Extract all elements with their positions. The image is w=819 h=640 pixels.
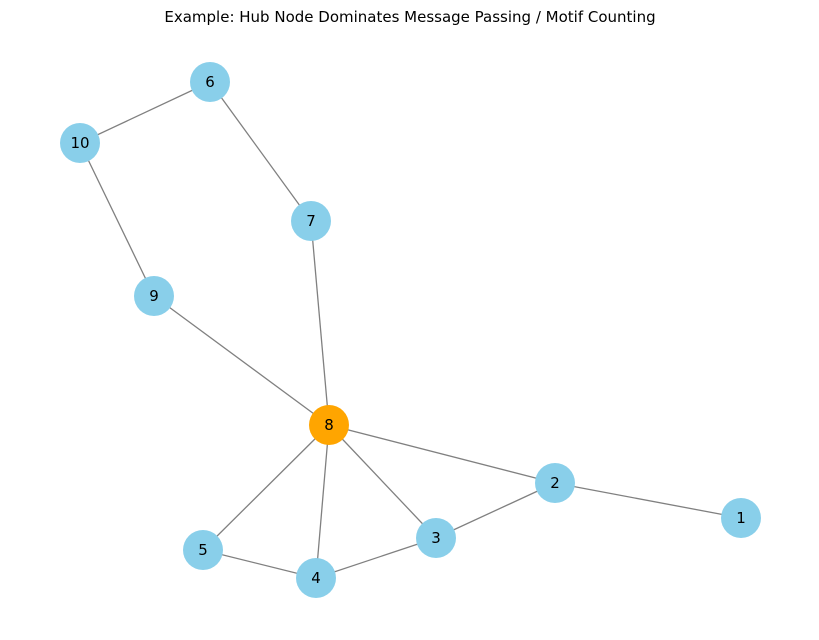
node-circle [291, 201, 331, 241]
node-label: 7 [306, 212, 316, 230]
node-4: 4 [296, 558, 336, 598]
edge-6-7 [209, 81, 312, 222]
node-5: 5 [183, 530, 223, 570]
node-label: 10 [70, 134, 89, 152]
edge-8-4 [315, 424, 330, 579]
node-circle [134, 276, 174, 316]
hub-node-circle [309, 405, 349, 445]
edge-9-8 [153, 295, 330, 426]
edge-8-2 [328, 424, 556, 484]
node-label: 6 [205, 73, 215, 91]
node-label: 8 [324, 416, 334, 434]
edge-6-10 [79, 81, 211, 144]
node-label: 2 [550, 474, 560, 492]
node-7: 7 [291, 201, 331, 241]
node-label: 5 [198, 541, 208, 559]
edge-10-9 [79, 142, 155, 297]
node-circle [183, 530, 223, 570]
node-label: 4 [311, 569, 321, 587]
node-circle [296, 558, 336, 598]
node-8: 8 [309, 405, 349, 445]
nodes-layer: 1 2 3 4 5 6 7 8 9 10 [60, 62, 761, 598]
node-10: 10 [60, 123, 100, 163]
diagram-title: Example: Hub Node Dominates Message Pass… [164, 8, 655, 26]
edges-layer [79, 81, 742, 579]
node-label: 3 [431, 529, 441, 547]
node-2: 2 [535, 463, 575, 503]
node-3: 3 [416, 518, 456, 558]
edge-8-5 [202, 424, 330, 551]
edge-2-1 [554, 482, 742, 519]
node-circle [416, 518, 456, 558]
edge-3-4 [315, 537, 437, 579]
node-circle [190, 62, 230, 102]
node-circle [721, 498, 761, 538]
edge-7-8 [310, 220, 330, 426]
node-1: 1 [721, 498, 761, 538]
node-label: 9 [149, 287, 159, 305]
node-circle [60, 123, 100, 163]
node-circle [535, 463, 575, 503]
node-label: 1 [736, 509, 746, 527]
node-6: 6 [190, 62, 230, 102]
edge-8-3 [328, 424, 437, 539]
edge-2-3 [435, 482, 556, 539]
node-9: 9 [134, 276, 174, 316]
